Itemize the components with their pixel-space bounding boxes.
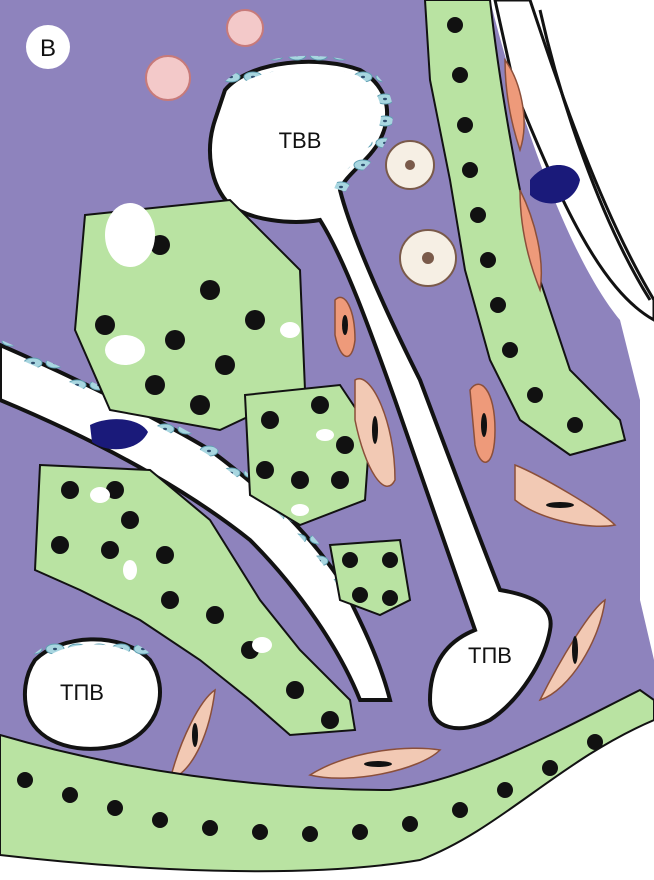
epithelial-cluster-middle [245, 385, 370, 525]
panel-label-text: B [40, 35, 56, 62]
label-lower-vessel-left: ТПВ [60, 680, 104, 705]
label-upper-vessel: ТВВ [279, 128, 322, 153]
blood-cell-1 [227, 10, 263, 46]
label-lower-vessel-right: ТПВ [468, 643, 512, 668]
panel-label: B [26, 25, 70, 69]
nerve-bundle-1 [386, 141, 434, 189]
blood-cell-2 [146, 56, 190, 100]
nerve-bundle-2 [400, 230, 456, 286]
